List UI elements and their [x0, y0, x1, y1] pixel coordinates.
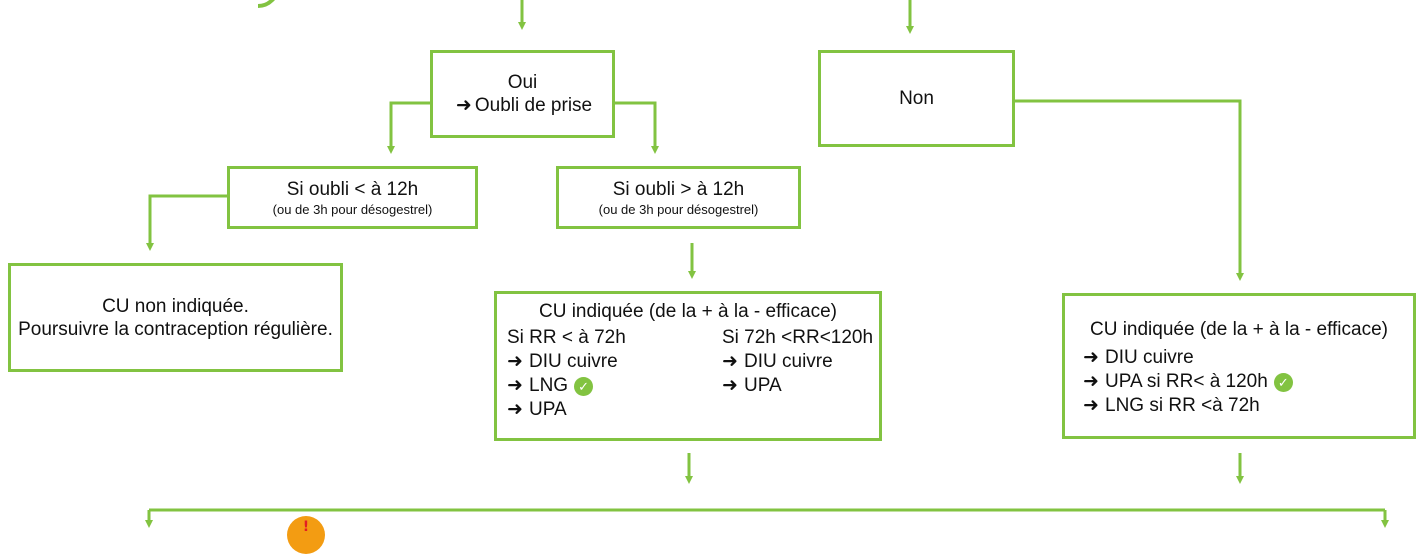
- arrow-moins-to-cunon: [146, 194, 227, 251]
- warning-icon: [287, 516, 325, 554]
- left-item-lng: ➜ LNG✓: [507, 374, 626, 398]
- node-cu-oui-mid-right: Si 72h <RR<120h ➜ DIU cuivre ➜ UPA: [722, 326, 873, 398]
- left-item-upa: ➜ UPA: [507, 398, 626, 422]
- arrow-right-icon: ➜: [1083, 395, 1099, 416]
- right-list-item-diu-label: DIU cuivre: [1105, 347, 1194, 368]
- arrow-right-icon: ➜: [722, 375, 738, 396]
- check-circle-icon: ✓: [574, 376, 594, 396]
- node-oubli-plus-title: Si oubli > à 12h: [612, 178, 745, 200]
- node-oubli-moins-title: Si oubli < à 12h: [286, 178, 419, 200]
- right-item-diu: ➜ DIU cuivre: [722, 350, 873, 374]
- right-list-item-lng-label: LNG si RR <à 72h: [1105, 395, 1260, 416]
- arrow-right-icon: ➜: [455, 95, 472, 116]
- arrow-right-icon: ➜: [507, 375, 523, 396]
- node-non: Non: [818, 50, 1015, 147]
- node-oui: Oui ➜Oubli de prise: [430, 50, 615, 138]
- connector-lines: [145, 0, 1389, 528]
- node-oubli-moins: Si oubli < à 12h (ou de 3h pour désogest…: [227, 166, 478, 229]
- right-item-upa-label: UPA: [744, 375, 782, 396]
- arrow-non-to-curight: [1015, 99, 1244, 281]
- node-oubli-moins-note: (ou de 3h pour désogestrel): [272, 201, 433, 217]
- node-oui-line2: Oubli de prise: [474, 95, 593, 116]
- left-item-diu-label: DIU cuivre: [529, 351, 618, 372]
- arrow-right-icon: ➜: [507, 351, 523, 372]
- node-cu-non-line2: Poursuivre la contraception régulière.: [18, 318, 333, 340]
- arrow-right-icon: ➜: [507, 399, 523, 420]
- node-cu-oui-mid: CU indiquée (de la + à la - efficace) Si…: [494, 291, 882, 441]
- node-cu-non: CU non indiquée. Poursuivre la contracep…: [8, 263, 343, 372]
- node-oubli-plus-note: (ou de 3h pour désogestrel): [598, 201, 759, 217]
- left-item-upa-label: UPA: [529, 399, 567, 420]
- arrow-oui-to-moins: [387, 101, 430, 154]
- left-item-lng-label: LNG: [529, 375, 569, 396]
- left-item-diu: ➜ DIU cuivre: [507, 350, 626, 374]
- node-cu-oui-right-title: CU indiquée (de la + à la - efficace): [1089, 319, 1388, 340]
- node-cu-oui-right-list: ➜ DIU cuivre ➜ UPA si RR< à 120h✓ ➜ LNG si …: [1083, 346, 1293, 418]
- right-item-upa: ➜ UPA: [722, 374, 873, 398]
- check-circle-icon: ✓: [1273, 372, 1293, 392]
- node-oubli-plus: Si oubli > à 12h (ou de 3h pour désogest…: [556, 166, 801, 229]
- node-oui-line1: Oui: [507, 72, 538, 93]
- node-cu-oui-mid-left: Si RR < à 72h ➜ DIU cuivre ➜ LNG✓ ➜ UPA: [507, 326, 626, 422]
- right-header: Si 72h <RR<120h: [722, 327, 874, 348]
- node-cu-non-line1: CU non indiquée.: [102, 295, 249, 317]
- node-non-label: Non: [899, 88, 934, 109]
- top-circle-fragment: [257, 0, 275, 8]
- right-item-diu-label: DIU cuivre: [744, 351, 833, 372]
- node-cu-oui-mid-title: CU indiquée (de la + à la - efficace): [538, 301, 837, 322]
- arrow-right-icon: ➜: [722, 351, 738, 372]
- left-header: Si RR < à 72h: [507, 327, 626, 348]
- right-list-item-upa-label: UPA si RR< à 120h: [1105, 371, 1268, 392]
- right-list-item-upa: ➜ UPA si RR< à 120h✓: [1083, 370, 1293, 394]
- arrow-oui-to-plus: [615, 101, 659, 154]
- node-cu-oui-right: CU indiquée (de la + à la - efficace) ➜ D…: [1062, 293, 1416, 439]
- right-list-item-diu: ➜ DIU cuivre: [1083, 346, 1293, 370]
- flowchart: Oui ➜Oubli de prise Non Si oubli < à 12h…: [0, 0, 1419, 536]
- node-oui-line2-row: ➜Oubli de prise: [453, 94, 592, 117]
- arrow-right-icon: ➜: [1083, 347, 1099, 368]
- right-list-item-lng: ➜ LNG si RR <à 72h: [1083, 394, 1293, 418]
- arrow-right-icon: ➜: [1083, 371, 1099, 392]
